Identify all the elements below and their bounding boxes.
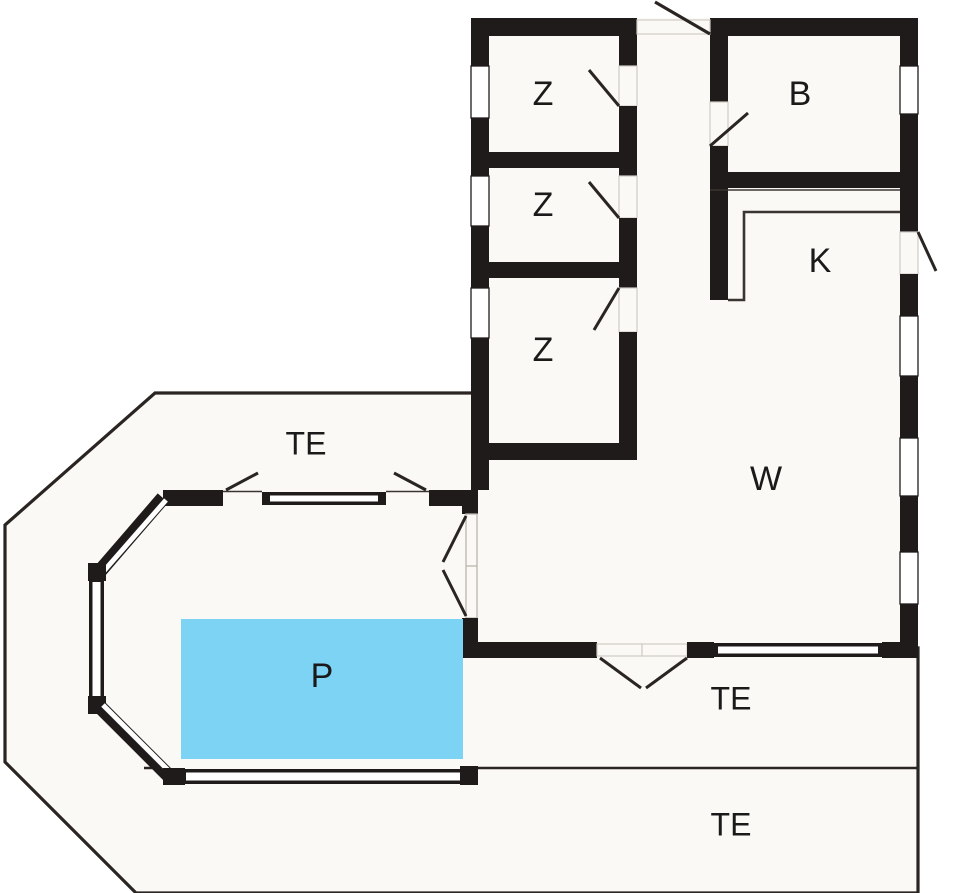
pool-house-sw-angled-window — [96, 703, 177, 784]
south-wall-left — [471, 642, 597, 658]
bedroom-2-door — [587, 175, 638, 219]
west-wall-seg-3 — [471, 226, 489, 288]
east-window-4 — [899, 551, 919, 605]
room-label-terrace-pool: TE — [286, 425, 327, 461]
room-label-bathroom: B — [789, 75, 812, 113]
east-wall-seg-4 — [900, 376, 918, 438]
main-house-walls — [470, 0, 938, 690]
north-wall-left — [471, 18, 637, 36]
south-wall-right — [882, 642, 918, 658]
pool-house-west-window — [89, 578, 104, 700]
bath-kitchen-partition — [710, 172, 918, 188]
west-window-1 — [470, 65, 490, 119]
west-window-3 — [470, 287, 490, 339]
hall-west-wall-4 — [619, 332, 637, 460]
swimming-pool-basin — [181, 619, 463, 759]
room-label-bedroom-3: Z — [533, 331, 554, 369]
east-wall-seg-3 — [900, 274, 918, 316]
room-labels: Z Z Z B K W TE P TE TE — [286, 75, 832, 842]
room-label-pool: P — [311, 657, 334, 695]
north-wall-right — [710, 18, 918, 36]
pool-house-north-door-swings — [225, 471, 427, 492]
east-side-door — [899, 231, 938, 275]
main-entrance-door — [636, 0, 711, 36]
east-window-3 — [899, 437, 919, 497]
bedroom-1-door — [587, 65, 638, 107]
west-wall-seg-4 — [471, 338, 489, 490]
hall-west-wall-1 — [619, 36, 637, 66]
pool-house-east-wall-top — [462, 506, 478, 514]
pool-house-nw-angled-window — [94, 493, 169, 576]
east-window-2 — [899, 315, 919, 377]
hall-east-wall-1 — [710, 36, 728, 102]
room-label-terrace-south: TE — [711, 806, 752, 842]
bedroom-partition-2 — [471, 262, 637, 278]
bathroom-door — [709, 101, 749, 148]
pool-house-north-wall-right — [429, 490, 478, 506]
pool-house-nw-corner-post — [88, 563, 106, 581]
east-window-1 — [899, 65, 919, 115]
south-window — [714, 643, 882, 657]
pool-house-s-corner-post — [163, 768, 185, 785]
hall-east-wall-2 — [710, 146, 728, 300]
room-label-living: W — [750, 460, 782, 498]
east-wall-seg-1 — [900, 18, 918, 66]
pool-house-north-window — [262, 492, 386, 505]
pool-house-south-window — [182, 769, 464, 784]
south-wall-mid — [687, 642, 714, 658]
room-label-bedroom-1: Z — [533, 75, 554, 113]
west-wall-seg-1 — [471, 18, 489, 66]
pool-house-north-wall-left — [163, 490, 223, 506]
room-label-bedroom-2: Z — [533, 186, 554, 224]
living-terrace-double-door — [596, 643, 688, 690]
bedroom-wing-south-wall — [471, 443, 637, 460]
pool-house-se-corner-post — [460, 766, 478, 785]
bedroom-partition-1 — [471, 152, 637, 168]
east-wall-seg-5 — [900, 496, 918, 552]
kitchen-alcove — [728, 210, 900, 302]
room-label-terrace-east: TE — [711, 680, 752, 716]
room-label-kitchen: K — [809, 242, 832, 280]
west-window-2 — [470, 175, 490, 227]
